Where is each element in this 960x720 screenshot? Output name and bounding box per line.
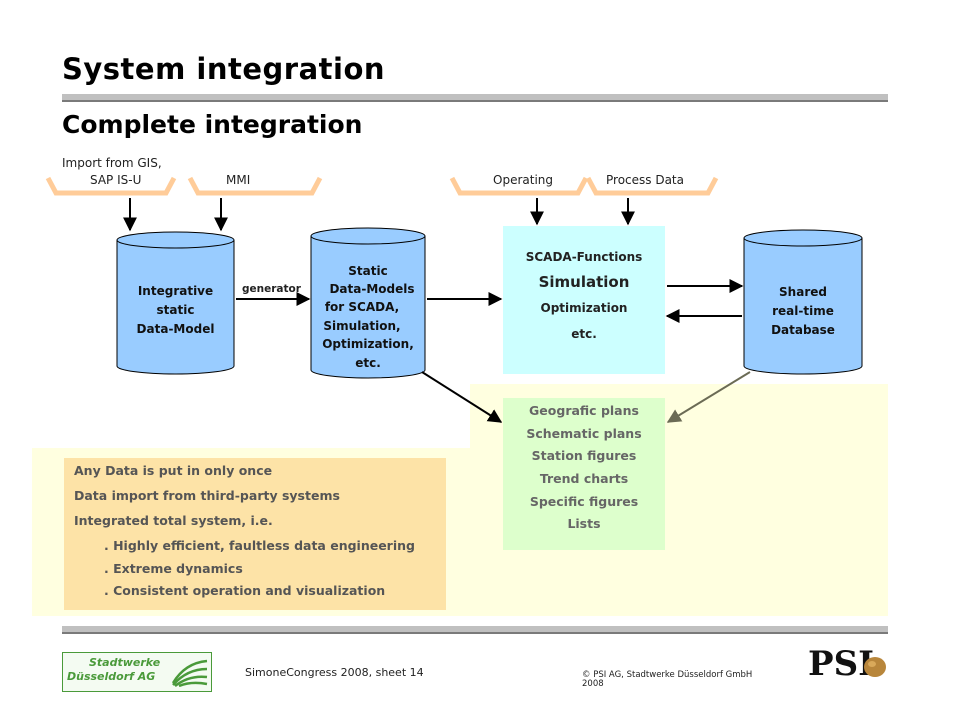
arrow-shared-to-outputs	[666, 371, 751, 423]
input-sap-label: SAP IS-U	[90, 173, 142, 187]
outputs-box: Geografic plans Schematic plans Station …	[503, 398, 665, 550]
output-item: Station figures	[531, 448, 637, 463]
output-item: Geografic plans	[529, 403, 639, 418]
copyright-line1: © PSI AG, Stadtwerke Düsseldorf GmbH	[582, 670, 753, 680]
psi-logo: PSI	[808, 644, 888, 686]
benefits-box: Any Data is put in only once Data import…	[64, 458, 446, 610]
page-title: System integration	[62, 52, 386, 86]
bracket-gis	[45, 176, 177, 196]
title-divider	[62, 94, 888, 102]
output-item: Lists	[567, 516, 601, 531]
shared-realtime-database: Shared real-time Database	[771, 285, 835, 337]
benefit-text: Any Data is put in only once	[74, 463, 273, 478]
logo-swoosh-icon	[171, 659, 208, 687]
output-item: Schematic plans	[526, 426, 642, 441]
benefit-text: Integrated total system, i.e.	[74, 513, 273, 528]
benefit-text: Data import from third-party systems	[74, 488, 340, 503]
benefit-bullet: . Highly efficient, faultless data engin…	[104, 538, 415, 553]
input-operating-label: Operating	[493, 173, 553, 187]
simulation-label: Simulation	[538, 273, 630, 291]
section-subtitle: Complete integration	[62, 110, 363, 139]
sheet-label: SimoneCongress 2008, sheet 14	[245, 666, 424, 679]
input-mmi-label: MMI	[226, 173, 251, 187]
input-gis-label: Import from GIS,	[62, 156, 162, 170]
optimization-label: Optimization	[540, 301, 628, 315]
arrow-static-to-outputs	[421, 371, 503, 423]
cylinder-shared	[743, 229, 863, 375]
copyright-line2: 2008	[582, 679, 604, 689]
cylinder-static-models	[310, 227, 426, 379]
stadtwerke-logo: Stadtwerke Düsseldorf AG	[62, 652, 212, 692]
bracket-process	[585, 176, 719, 196]
benefit-bullet: . Consistent operation and visualization	[104, 583, 386, 598]
benefit-bullet: . Extreme dynamics	[104, 561, 243, 576]
bracket-operating	[449, 176, 589, 196]
bracket-mmi	[187, 176, 323, 196]
input-process-data-label: Process Data	[606, 173, 684, 187]
output-item: Specific figures	[529, 494, 639, 509]
scada-functions-label: SCADA-Functions	[525, 250, 643, 264]
output-item: Trend charts	[539, 471, 629, 486]
integrative-data-model: Integrative static Data-Model	[136, 284, 215, 336]
generator-label: generator	[242, 283, 301, 295]
static-data-models: Static Data-Models for SCADA, Simulation…	[322, 264, 415, 370]
psi-potato-icon	[864, 657, 886, 677]
scada-functions-box: SCADA-Functions Simulation Optimization …	[503, 226, 665, 374]
scada-etc-label: etc.	[571, 327, 597, 341]
cylinder-integrative	[116, 231, 235, 375]
